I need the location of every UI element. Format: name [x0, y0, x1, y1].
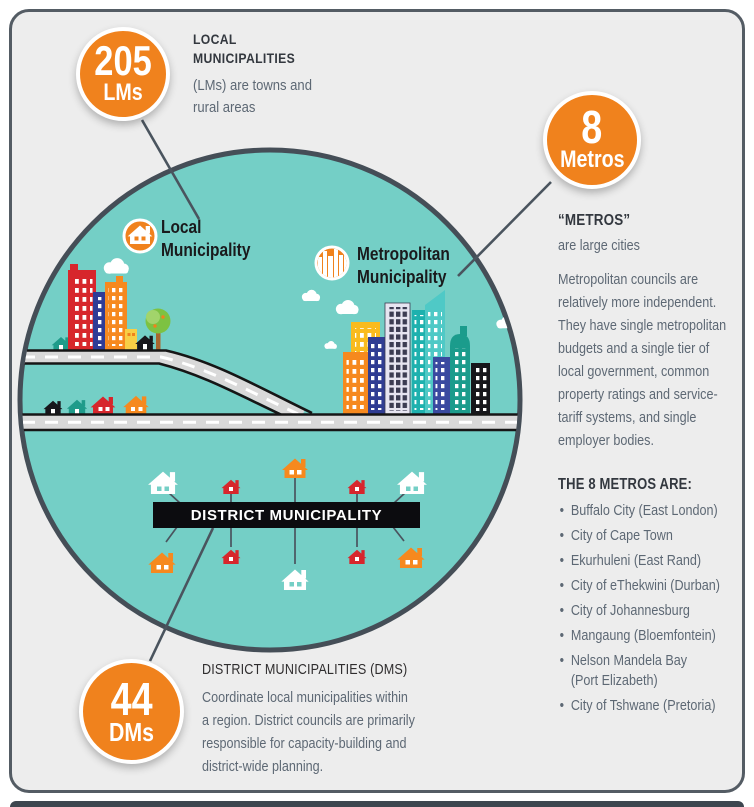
- district-municipalities-description: Coordinate local municipalities within a…: [202, 689, 415, 775]
- list-item: •Nelson Mandela Bay (Port Elizabeth): [559, 652, 688, 689]
- dm-unit: DMs: [108, 716, 155, 747]
- district-municipalities-block: DISTRICT MUNICIPALITIES (DMS) Coordinate…: [202, 660, 415, 778]
- local-municipalities-title: LOCAL MUNICIPALITIES: [193, 31, 296, 66]
- list-item: •Ekurhuleni (East Rand): [559, 552, 702, 569]
- metro-count-badge: 8 Metros: [543, 91, 641, 189]
- metros-title: “METROS”: [558, 212, 631, 229]
- roadside-houses: [43, 395, 149, 415]
- metro-skyline-buildings: [343, 290, 490, 416]
- metro-unit: Metros: [559, 146, 625, 173]
- tree: [145, 308, 171, 351]
- lm-count-badge: 205 LMs: [76, 27, 170, 121]
- metros-description: Metropolitan councils are relatively mor…: [558, 271, 727, 449]
- next-section-edge: [10, 801, 744, 807]
- metropolitan-municipality-label: Metropolitan Municipality: [357, 244, 450, 287]
- city-skyline-icon: [314, 245, 350, 281]
- local-municipalities-description: (LMs) are towns and rural areas: [193, 77, 312, 116]
- metros-block: “METROS” are large cities Metropolitan c…: [558, 212, 754, 716]
- district-municipalities-title: DISTRICT MUNICIPALITIES (DMS): [202, 661, 408, 678]
- list-item: •City of Cape Town: [559, 527, 673, 544]
- district-municipality-banner: DISTRICT MUNICIPALITY: [153, 502, 420, 528]
- dm-count-badge: 44 DMs: [79, 659, 184, 764]
- district-houses: [148, 458, 427, 590]
- list-item: •Mangaung (Bloemfontein): [559, 627, 716, 644]
- main-road: [22, 413, 518, 432]
- local-town-buildings: [51, 264, 171, 351]
- bullet: •: [559, 602, 565, 619]
- bullet: •: [559, 697, 565, 714]
- dm-count: 44: [110, 672, 153, 725]
- metros-list: •Buffalo City (East London) •City of Cap…: [558, 501, 754, 716]
- bullet: •: [559, 552, 565, 569]
- metros-subtitle: are large cities: [558, 237, 640, 254]
- local-municipality-label: Local Municipality: [161, 217, 251, 260]
- bullet: •: [559, 577, 565, 594]
- metros-list-title: THE 8 METROS ARE:: [558, 476, 693, 493]
- bullet: •: [559, 627, 565, 644]
- lm-count: 205: [94, 37, 152, 84]
- bullet: •: [559, 502, 565, 519]
- bullet: •: [559, 527, 565, 544]
- list-item: •City of eThekwini (Durban): [559, 577, 720, 594]
- house-icon: [122, 218, 158, 254]
- bullet: •: [559, 652, 565, 669]
- lm-unit: LMs: [103, 79, 143, 106]
- upper-road: [22, 349, 313, 422]
- list-item: •City of Tshwane (Pretoria): [559, 697, 716, 714]
- list-item: •Buffalo City (East London): [559, 502, 718, 519]
- metro-count: 8: [581, 101, 603, 153]
- local-municipalities-block: LOCAL MUNICIPALITIES (LMs) are towns and…: [193, 30, 312, 119]
- list-item: •City of Johannesburg: [559, 602, 690, 619]
- badge-connector-lines: [140, 119, 552, 662]
